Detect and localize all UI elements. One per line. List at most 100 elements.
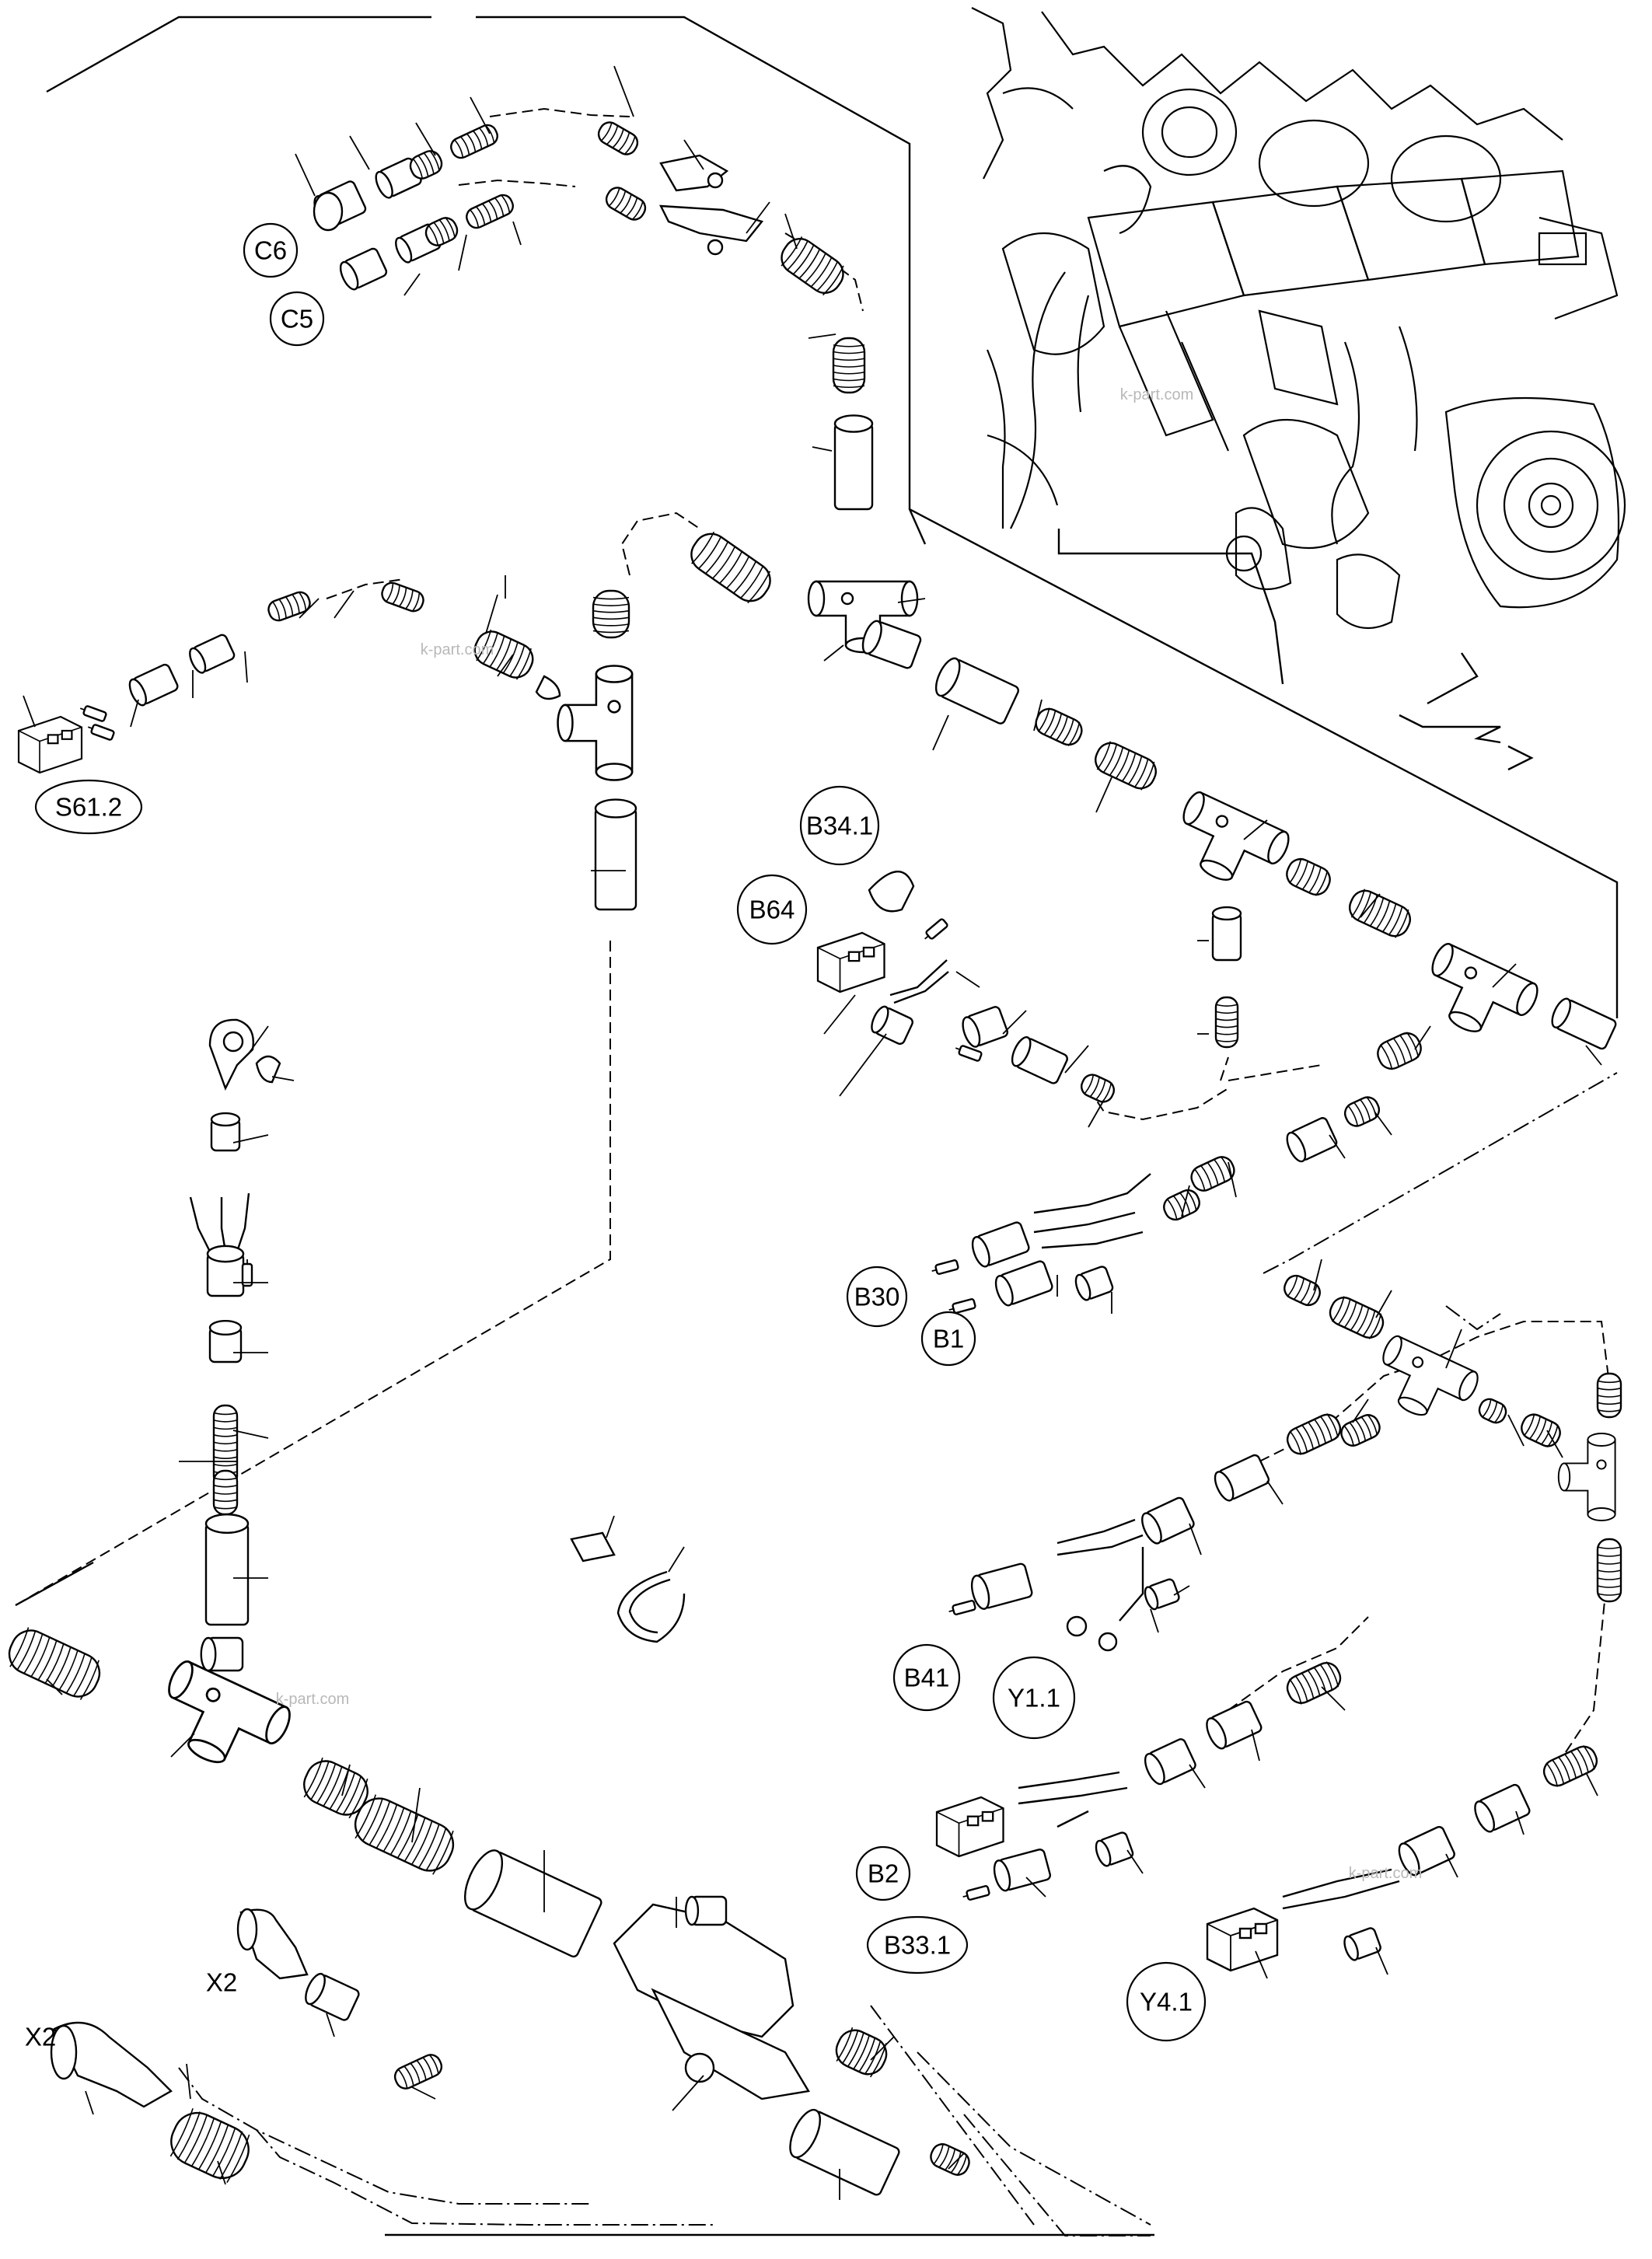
terminal-pin <box>962 1885 990 1901</box>
callout-c5: C5 <box>269 291 325 347</box>
terminal-pin <box>241 1259 253 1287</box>
corrugated-sleeve <box>1035 707 1083 746</box>
terminal-pin <box>79 705 107 722</box>
callout-b30: B30 <box>846 1266 908 1328</box>
callout-label-y4-1: Y4.1 <box>1140 1988 1193 2016</box>
engine-illustration <box>908 7 1626 771</box>
tube-fitting <box>1398 1826 1455 1877</box>
tube-fitting <box>684 1895 728 1926</box>
corrugated-sleeve <box>597 121 639 155</box>
tube-fitting <box>1011 1036 1068 1084</box>
tube-fitting <box>1286 1117 1338 1163</box>
tee-junction <box>1557 1433 1616 1521</box>
corrugated-sleeve <box>1214 996 1239 1049</box>
corrugated-sleeve <box>1329 1296 1385 1339</box>
callout-label-s61-2: S61.2 <box>55 793 122 822</box>
corrugated-sleeve <box>690 531 771 604</box>
callout-label-b41: B41 <box>904 1664 950 1692</box>
label-x2-upper: X2 <box>206 1968 237 1997</box>
tube-fitting <box>971 1221 1030 1268</box>
corrugated-sleeve <box>354 1794 455 1875</box>
watermark-2: k-part.com <box>1120 386 1193 403</box>
tube-fitting <box>1474 1783 1531 1833</box>
callout-label-b30: B30 <box>854 1283 900 1311</box>
terminal-pin <box>924 918 948 940</box>
tube-fitting <box>1144 1738 1196 1786</box>
cable-tie <box>570 1515 686 1643</box>
corrugated-sleeve <box>1377 1032 1422 1070</box>
tube-fitting <box>1074 1266 1114 1301</box>
callout-c6: C6 <box>243 222 299 278</box>
terminal-pin <box>931 1259 959 1275</box>
corrugated-sleeve <box>1080 1074 1116 1103</box>
corrugated-sleeve <box>930 2143 970 2177</box>
terminal-pin <box>955 1045 983 1062</box>
corrugated-sleeve <box>781 236 844 296</box>
tube-fitting <box>833 414 874 511</box>
tube-fitting <box>206 1245 245 1297</box>
tube-fitting <box>1343 1927 1381 1961</box>
callout-label-y1-1: Y1.1 <box>1008 1684 1060 1713</box>
callout-label-b1: B1 <box>933 1325 964 1353</box>
callouts: C6 C5 S61.2 B34.1 B64 B30 B1 B41 Y1.1 B2… <box>25 222 1207 2051</box>
tube-fitting <box>962 1006 1009 1048</box>
corrugated-sleeve <box>1095 741 1157 791</box>
corrugated-sleeve <box>1286 1661 1342 1705</box>
tube-fitting <box>789 2108 900 2196</box>
callout-label-b2: B2 <box>868 1859 899 1888</box>
tee-junction <box>168 1660 291 1764</box>
tube-fitting <box>189 634 236 674</box>
corrugated-sleeve <box>1596 1372 1622 1419</box>
tube-fitting <box>594 798 637 911</box>
callout-b41: B41 <box>892 1643 961 1712</box>
tube-fitting <box>305 1972 360 2021</box>
tube-fitting <box>934 657 1019 724</box>
callout-b34-1: B34.1 <box>799 785 880 866</box>
corrugated-sleeve <box>450 124 498 159</box>
connector-plug <box>1206 1907 1279 1972</box>
corrugated-sleeve <box>393 2054 443 2090</box>
tube-fitting <box>1141 1496 1195 1545</box>
corrugated-sleeve <box>1286 857 1331 896</box>
connector-plug <box>17 715 83 774</box>
corrugated-sleeve <box>409 149 443 180</box>
connector-plug <box>816 931 885 993</box>
corrugated-sleeve <box>1542 1745 1598 1787</box>
tube-fitting <box>210 1112 241 1152</box>
corrugated-sleeve <box>592 589 630 639</box>
tube-fitting <box>1214 1454 1270 1502</box>
callout-s61-2: S61.2 <box>34 779 143 835</box>
harness-parts <box>8 121 1622 2196</box>
corrugated-sleeve <box>424 216 459 246</box>
corrugated-sleeve <box>8 1627 101 1700</box>
connector-plug <box>935 1796 1004 1858</box>
terminal-pin <box>87 724 115 741</box>
corrugated-sleeve <box>1284 1274 1321 1307</box>
corrugated-sleeve <box>473 629 534 680</box>
corrugated-sleeve <box>605 187 647 221</box>
tube-fitting <box>970 1562 1033 1610</box>
callout-y4-1: Y4.1 <box>1126 1961 1207 2042</box>
tube-fitting <box>200 1636 244 1672</box>
corrugated-sleeve <box>466 194 514 229</box>
corrugated-sleeve <box>1340 1413 1381 1447</box>
corrugated-sleeve <box>1190 1156 1235 1192</box>
tube-fitting <box>1551 997 1617 1050</box>
label-x2-lower: X2 <box>25 2023 56 2051</box>
corrugated-sleeve <box>212 1469 239 1516</box>
corrugated-sleeve <box>381 581 424 613</box>
callout-b1: B1 <box>920 1311 976 1367</box>
corrugated-sleeve <box>1521 1413 1561 1448</box>
corrugated-sleeve <box>1478 1398 1507 1424</box>
watermarks: k-part.com k-part.com k-part.com k-part.… <box>276 386 1422 1882</box>
callout-label-b34-1: B34.1 <box>806 812 873 840</box>
tube-fitting <box>993 1849 1052 1892</box>
tee-junction <box>1182 791 1290 881</box>
corrugated-sleeve <box>1286 1413 1342 1455</box>
callout-b64: B64 <box>736 874 808 945</box>
corrugated-sleeve <box>1163 1189 1200 1221</box>
watermark-3: k-part.com <box>276 1691 349 1708</box>
tube-fitting <box>1206 1700 1263 1750</box>
tube-fitting <box>1211 906 1242 962</box>
